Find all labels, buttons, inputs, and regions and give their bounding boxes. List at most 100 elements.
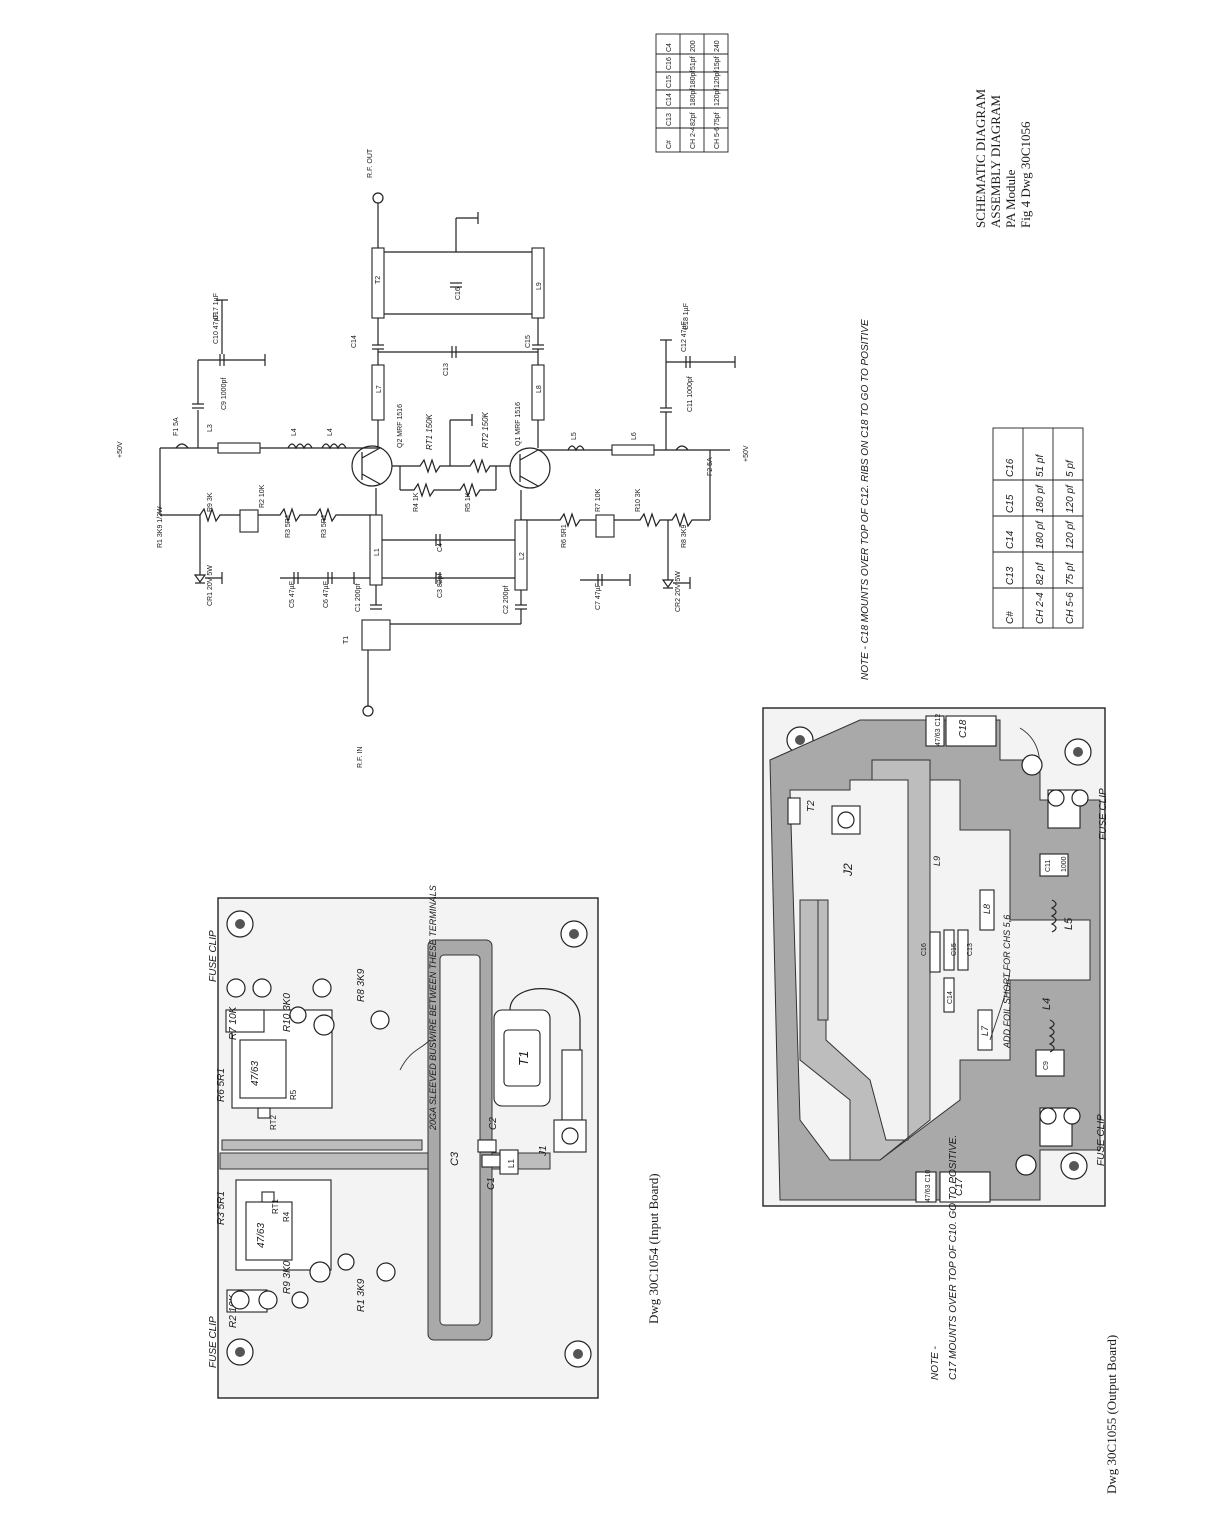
title-line-4: Fig 4 Dwg 30C1056 <box>1018 121 1033 228</box>
l4-label: L4 <box>291 428 298 436</box>
t1-transformer <box>361 619 391 651</box>
table-right-cell: 180 pf <box>1035 484 1046 513</box>
table-right-cell: 51 pf <box>1035 454 1046 477</box>
j1-connector-icon <box>561 1127 579 1145</box>
input-r1-label: R1 3K9 <box>356 1278 367 1312</box>
cr1-label: CR1 20V 5W <box>207 565 214 606</box>
c13-capacitor <box>957 929 969 971</box>
output-c11-label: C11 <box>1045 860 1052 872</box>
output-cap1000-label: 1000 <box>1061 856 1068 872</box>
output-c10-label: 47/63 C10 <box>925 1170 932 1202</box>
l7-label: L7 <box>376 385 383 393</box>
table-top-cell: 180pf <box>690 70 697 88</box>
fuse-clip-pad-icon <box>252 978 272 998</box>
q1-transistor <box>509 447 551 489</box>
terminal-pad-icon <box>289 1006 307 1024</box>
c17-note-head: NOTE - <box>930 1345 941 1380</box>
r2-resistor <box>239 509 259 533</box>
table-top-cell: 75pf <box>714 112 721 126</box>
fuse-clip-pad-icon <box>1071 789 1089 807</box>
table-top-cell: 200 <box>690 40 697 52</box>
rt2-label: RT2 150K <box>481 411 490 448</box>
table-right-cell: 82 pf <box>1035 562 1046 585</box>
l3-inductor <box>217 442 261 454</box>
input-r8-label: R8 3K9 <box>356 968 367 1002</box>
r2-label: R2 10K <box>259 484 266 508</box>
input-r7-label: R7 10K <box>228 1005 239 1040</box>
output-fuse-clip-left: FUSE CLIP <box>1096 1114 1107 1166</box>
output-c12-label: 47/63 C12 <box>935 714 942 746</box>
l8-label: L8 <box>536 385 543 393</box>
terminal-pad-icon <box>312 978 332 998</box>
input-r9-label: R9 3K0 <box>282 1260 293 1294</box>
r7-resistor <box>595 514 615 538</box>
r7-resistor-block <box>225 1009 265 1033</box>
terminal-pad-icon <box>1015 1154 1037 1176</box>
rf-out-label: R.F. OUT <box>367 148 374 178</box>
table-top-h1: CH 2-4 <box>690 127 697 149</box>
c9-label: C9 1000pf <box>221 378 228 410</box>
table-top-h0: C# <box>666 140 673 149</box>
c10-label: C10 47µF <box>213 313 220 344</box>
table-right-h0: C# <box>1005 611 1016 624</box>
q2-label: Q2 MRF 1516 <box>397 404 404 448</box>
cr2-label: CR2 20V 5W <box>675 571 682 612</box>
terminal-pad-icon <box>309 1261 331 1283</box>
output-board-caption: Dwg 30C1055 (Output Board) <box>1104 1335 1119 1494</box>
rf-out-connector-icon <box>372 192 384 204</box>
table-right-cell: 180 pf <box>1035 520 1046 549</box>
c17-note-body: C17 MOUNTS OVER TOP OF C10. GO TO POSITI… <box>948 1135 959 1380</box>
rf-in-connector-icon <box>362 705 374 717</box>
output-board: T2 J2 47/63 C12 C18 FUSE CLIP FUSE CLIP … <box>762 707 1119 1494</box>
table-top-cell: C15 <box>666 75 673 88</box>
r7-label: R7 10K <box>595 488 602 512</box>
r1-label: R1 3K9 1/2W <box>157 506 164 548</box>
table-top-cell: C13 <box>666 113 673 126</box>
l1-label: L1 <box>374 548 381 556</box>
title-line-2: ASSEMBLY DIAGRAM <box>988 95 1003 228</box>
table-right-cell: 120 pf <box>1065 484 1076 513</box>
c1-label: C1 200pf <box>355 584 362 612</box>
c11-label: C11 1000pf <box>687 376 694 412</box>
c2-capacitor <box>477 1139 497 1153</box>
output-l9-label: L9 <box>932 856 942 866</box>
c9-capacitor <box>1035 1049 1065 1077</box>
input-busbar-note: 20GA SLEEVED BUSWIRE BETWEEN THESE TERMI… <box>428 885 438 1131</box>
table-top-cell: 82pf <box>690 112 697 126</box>
c12-label: C12 47µF <box>681 321 688 352</box>
table-top-h2: CH 5-6 <box>714 127 721 149</box>
title-line-3: PA Module <box>1003 169 1018 228</box>
table-top-cell: 15pf <box>714 56 721 70</box>
output-inner-strip <box>817 899 829 1021</box>
c17-label: C17 1µF <box>213 293 220 320</box>
capacitor-table-top: C# CH 2-4 CH 5-6 C13 82pf 75pf C14 180pf… <box>655 33 729 153</box>
table-right-cell: 75 pf <box>1065 562 1076 585</box>
t2-lead <box>787 797 801 825</box>
table-right-cell: C15 <box>1005 494 1016 513</box>
c18-label: C18 1µF <box>683 303 690 330</box>
c17-capacitor <box>939 1171 991 1203</box>
output-j2-label: J2 <box>841 863 855 877</box>
output-c13-label: C13 <box>967 943 974 956</box>
c13-label: C13 <box>443 363 450 376</box>
input-fuse-clip-right: FUSE CLIP <box>208 930 219 982</box>
l8-inductor <box>979 889 995 931</box>
capacitor-table-right: C# CH 2-4 CH 5-6 C13 82 pf 75 pf C14 180… <box>992 427 1084 629</box>
table-right-h2: CH 5-6 <box>1065 592 1076 624</box>
r9-label: R9 3K <box>207 492 214 512</box>
t2-stripline <box>799 759 931 1161</box>
r5-label: R5 1K <box>465 492 472 512</box>
output-c14-label: C14 <box>947 991 954 1004</box>
c15-label: C15 <box>525 335 532 348</box>
input-r6-label: R6 5R1 <box>216 1068 227 1102</box>
table-right-cell: 5 pf <box>1065 459 1076 477</box>
table-right-frame <box>992 427 1084 629</box>
table-top-cell: C4 <box>666 43 673 52</box>
c12-capacitor <box>925 715 945 747</box>
output-c15-label: C15 <box>951 943 958 956</box>
output-c16-label: C16 <box>921 943 928 956</box>
c1-capacitor <box>481 1154 501 1168</box>
c15-capacitor <box>943 929 955 971</box>
